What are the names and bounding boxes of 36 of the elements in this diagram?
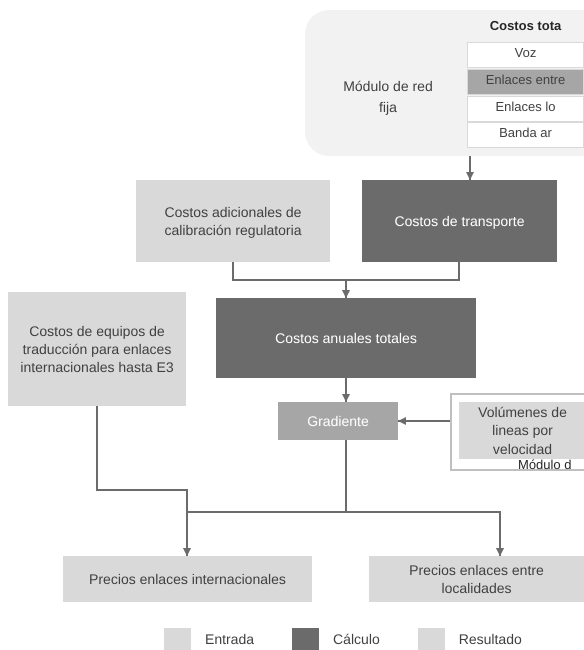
module-panel — [450, 393, 584, 471]
legend-label: Resultado — [458, 630, 522, 648]
row-label: Banda ar — [498, 124, 553, 142]
box-label: Costos adicionales de calibración regulatoria — [164, 202, 302, 240]
process-box — [8, 292, 186, 406]
module-label: Módulo d — [518, 458, 572, 471]
arrow — [466, 156, 474, 180]
row-label: Enlaces lo — [494, 98, 556, 116]
process-box — [278, 402, 398, 440]
process-box — [63, 556, 312, 602]
table-row — [467, 122, 584, 148]
arrow — [342, 378, 350, 402]
process-box — [362, 180, 557, 262]
process-box — [369, 556, 584, 602]
module-panel — [305, 10, 584, 156]
table-row — [467, 42, 584, 68]
legend-label: Entrada — [205, 630, 254, 648]
table-row — [467, 96, 584, 122]
process-box — [216, 298, 476, 378]
box-label: Costos anuales totales — [275, 328, 417, 348]
arrow — [398, 417, 450, 425]
row-label: Voz — [514, 44, 538, 62]
arrow — [342, 262, 460, 298]
row-label: Enlaces entre — [484, 71, 566, 89]
box-label: Precios enlaces internacionales — [89, 570, 286, 588]
module-label: Módulo de red fija — [342, 77, 434, 117]
box-label: Gradiente — [307, 412, 369, 430]
box-label: Precios enlaces entre localidades — [408, 560, 545, 598]
legend-label: Cálculo — [333, 630, 380, 648]
process-box — [136, 180, 330, 262]
box-label: Costos de transporte — [394, 212, 524, 231]
table-row — [467, 69, 584, 95]
process-box — [459, 402, 584, 459]
table-heading: Costos tota — [488, 17, 562, 35]
box-label: Costos de equipos de traducción para enlaces internacionales hasta E3 — [19, 322, 175, 376]
box-label: Volúmenes de lineas por velocidad — [477, 403, 568, 458]
